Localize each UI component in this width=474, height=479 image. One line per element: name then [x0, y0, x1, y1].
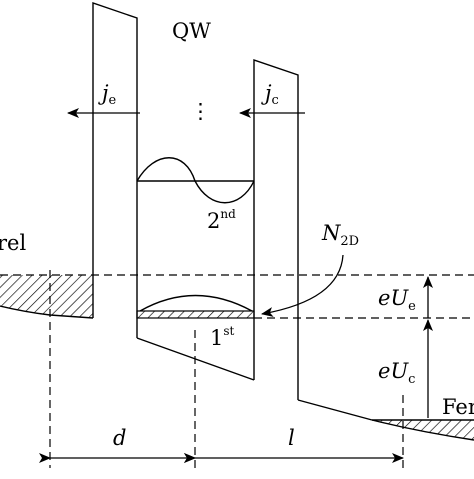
right-barrier — [253, 59, 299, 400]
left-electrode-fermi-sea — [0, 275, 93, 318]
first-subband-occupation — [136, 310, 255, 319]
right-electrode-lower-edge — [371, 419, 474, 441]
euc-label: eUc — [378, 359, 415, 387]
right-level-label-fragment: Fer — [442, 395, 474, 419]
n2d-label: N2D — [321, 221, 359, 249]
je-label: je — [98, 81, 117, 108]
first-subband-wavefunction — [139, 294, 253, 312]
first-subband-label: 1st — [210, 324, 235, 350]
quantum-well-label: QW — [172, 19, 211, 43]
second-subband-label: 2nd — [207, 207, 236, 233]
left-barrier — [92, 2, 138, 338]
right-electrode-fermi-sea — [372, 420, 474, 440]
distance-d-label: d — [113, 426, 126, 450]
vertical-dots: ⋮ — [190, 99, 211, 123]
jc-label: jc — [261, 81, 279, 108]
right-electrode-band-edge — [297, 399, 373, 421]
n2d-pointer-arrow — [261, 254, 344, 317]
second-subband-wavefunction — [136, 157, 255, 204]
left-level-label-fragment: rel — [0, 231, 26, 255]
eue-label: eUe — [378, 286, 416, 314]
distance-l-label: l — [288, 426, 295, 450]
